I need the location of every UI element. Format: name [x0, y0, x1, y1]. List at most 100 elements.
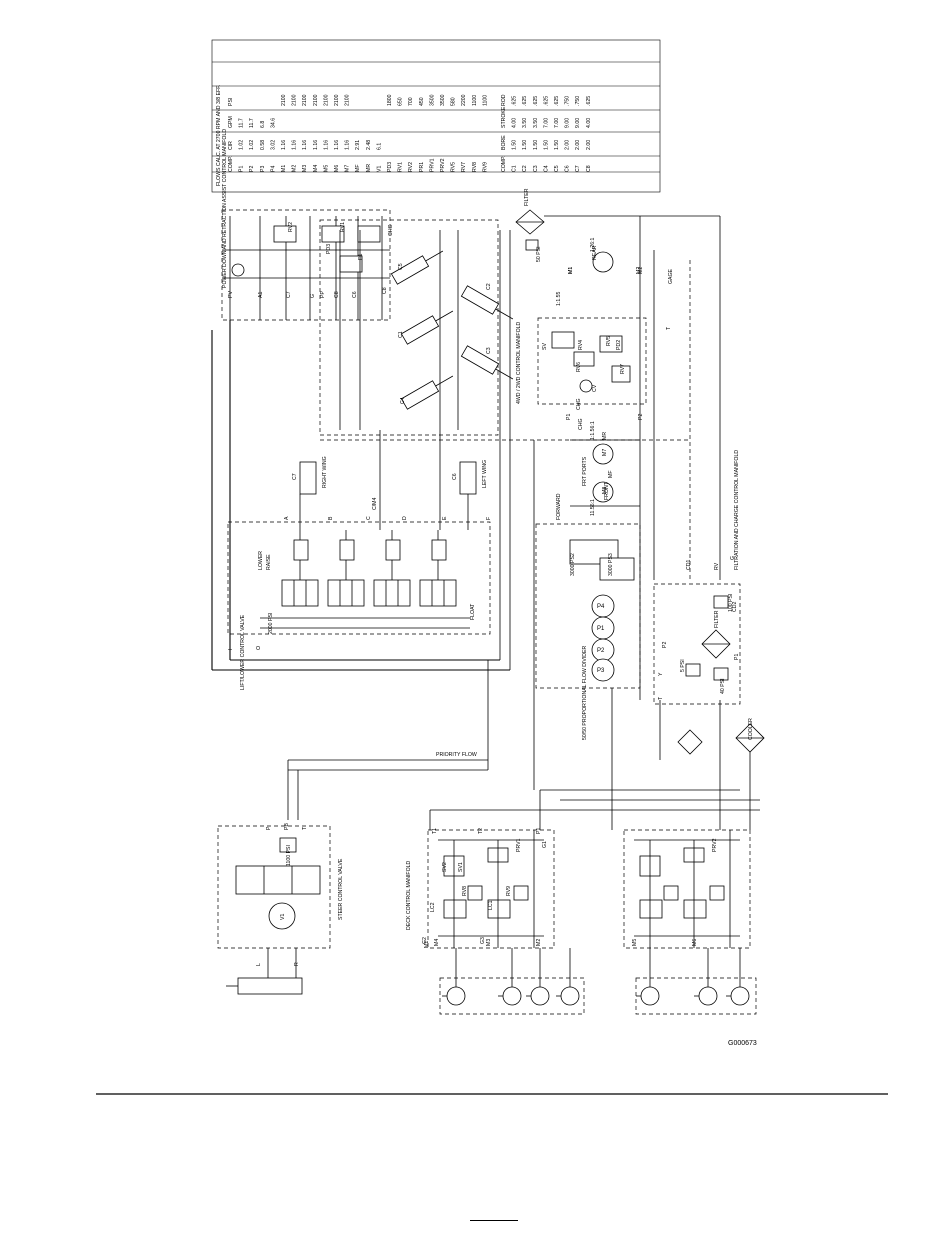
port-e1: E1: [358, 254, 364, 260]
flow-table-cell: 3500: [429, 94, 435, 106]
cooler-label: COOLER: [748, 718, 754, 740]
cd-port-cd2: CD2: [732, 602, 738, 612]
flow-table-cell: RV5: [451, 162, 457, 172]
filtration-charge-manifold: FILTRATION AND CHARGE CONTROL MANIFOLD F…: [653, 450, 741, 705]
cd-port-t: T: [658, 696, 664, 700]
flow-table-cell: M6: [334, 165, 340, 172]
flow-table-cell: 2100: [313, 94, 319, 106]
flow-table-cell: 3.02: [270, 140, 276, 150]
cyl-c2: C2: [486, 283, 492, 290]
reel-group-left: [439, 977, 585, 1015]
port-pp: PP: [320, 291, 326, 298]
motor-m8: M8: [602, 487, 608, 494]
motor-m7: M7: [602, 449, 608, 456]
deck-control-manifold-left: DECK CONTROL MANIFOLD: [406, 829, 555, 949]
check-valve: [293, 539, 309, 561]
filter-label: FILTER: [714, 610, 720, 628]
lift-port-d: D: [402, 516, 408, 520]
deck-valve-prv1: PRV1: [516, 838, 522, 852]
flow-table-cell: 2200: [461, 94, 467, 106]
cyl-table-cell: 1.50: [512, 140, 518, 150]
cyl-table-cell: 1.50: [533, 140, 539, 150]
raise-label: RAISE: [266, 554, 272, 570]
reel-motor-3: [530, 986, 550, 1006]
flow-table-cell: MF: [355, 165, 361, 173]
flow-table-cell: 580: [451, 97, 457, 106]
deck-port-p1: P1: [536, 828, 542, 834]
frt-ports-label: FRT PORTS: [582, 456, 588, 486]
cyl-c8: C8: [382, 287, 388, 294]
flow-table-cell: 1.02: [239, 140, 245, 150]
rv-valve: [513, 885, 529, 901]
flow-table-cell: 6.8: [260, 121, 266, 128]
cyl-table-cell: C5: [554, 165, 560, 172]
svg-text:P1: P1: [597, 626, 605, 632]
cyl-table-header: COMP.: [501, 156, 507, 172]
float-label: FLOAT: [470, 603, 476, 620]
fourwd-rv4: RV4: [578, 340, 584, 350]
port-c6: C6: [352, 291, 358, 298]
page-number-rule: [470, 1220, 518, 1221]
flow-table-cell: 1800: [387, 94, 393, 106]
flow-table-cell: M3: [302, 165, 308, 172]
psi-5-label: 5 PSI: [680, 659, 686, 672]
cyl-table-cell: .750: [575, 96, 581, 106]
deck-port-g3: G3: [480, 937, 486, 944]
reel-motor-1: [446, 986, 466, 1006]
cd-port-g: G: [730, 556, 736, 560]
steer-cylinder-c5: [237, 977, 303, 995]
fourwd-rv7: RV7: [620, 364, 626, 374]
flow-table-cell: 1.02: [249, 140, 255, 150]
lift-port-i: I: [228, 649, 234, 650]
cyl-table-cell: 1.50: [543, 140, 549, 150]
flow-table-cell: 2100: [334, 94, 340, 106]
cyl-table-header: ROD: [501, 94, 507, 106]
cyl-c6: C6: [452, 473, 458, 480]
cyl-table-cell: 2.00: [565, 140, 571, 150]
flow-table-cell: M5: [323, 165, 329, 172]
cyl-table-cell: C1: [512, 165, 518, 172]
flow-table-cell: P2: [249, 166, 255, 172]
flow-table: FLOWS CALC. AT 2700 RPM AND 3/8 EFF.COMP…: [211, 39, 661, 193]
motor-mf: MF: [608, 471, 614, 479]
lift-port-e: E: [442, 516, 448, 520]
cyl-table-cell: 3.50: [522, 118, 528, 128]
cyl-table-header: BORE: [501, 135, 507, 150]
deck-port-g1: G1: [542, 841, 548, 848]
rv-valve: [709, 885, 725, 901]
forward-label: FORWARD: [556, 493, 562, 520]
4wd-label: 4WD / 2WD CONTROL MANIFOLD: [516, 322, 522, 404]
fourwd-rv6: RV6: [576, 362, 582, 372]
lc-valve: [639, 899, 663, 919]
flow-table-cell: P1: [239, 166, 245, 172]
4wd-2wd-control-manifold: 4WD / 2WD CONTROL MANIFOLD CHG: [516, 317, 647, 410]
cyl-table-cell: 4.00: [586, 118, 592, 128]
motor-m2: M2: [638, 267, 644, 274]
cyl-table-cell: 4.00: [512, 118, 518, 128]
cd-port-cd1: CD1: [686, 560, 692, 570]
ratio-4-label: 1.26:1: [590, 237, 596, 252]
flow-table-cell: M4: [313, 165, 319, 172]
motor-mr: MR: [602, 432, 608, 440]
fourwd-sv: SV: [542, 343, 548, 350]
steer-port-v1: V1: [280, 914, 286, 920]
cyl-table-cell: 9.00: [575, 118, 581, 128]
flow-table-cell: PRV2: [440, 158, 446, 172]
flow-table-cell: V1: [376, 166, 382, 172]
valve-rv2: RV2: [288, 222, 294, 232]
valve-rv1: RV1: [340, 222, 346, 232]
lift-spool-1: [281, 579, 319, 607]
cyl-table-cell: 7.00: [543, 118, 549, 128]
port-g: G: [310, 294, 316, 298]
check-valve: [431, 539, 447, 561]
deck-port-g2: G2: [422, 937, 428, 944]
cyl-table-cell: 3.50: [533, 118, 539, 128]
flow-table-cell: 2100: [302, 94, 308, 106]
flow-table-cell: PRV1: [429, 158, 435, 172]
cyl-table-cell: .625: [512, 96, 518, 106]
deck-port-t2: T2: [478, 828, 484, 834]
ratio-3-label: 11.56:1: [590, 499, 596, 516]
cyl-table-cell: 2.00: [575, 140, 581, 150]
deck-control-manifold-right: [623, 829, 751, 949]
